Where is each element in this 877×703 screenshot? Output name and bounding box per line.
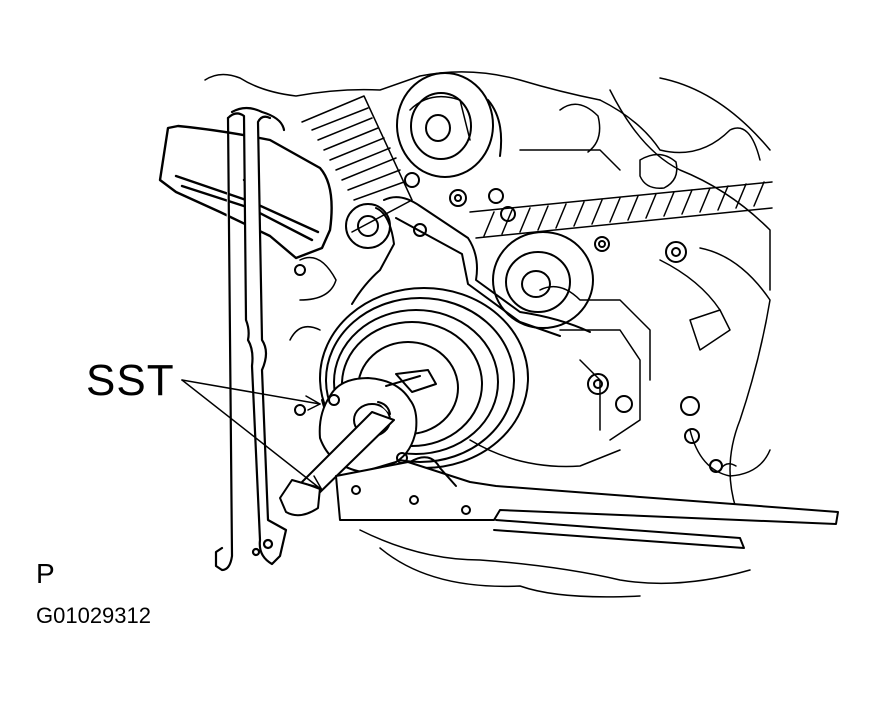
sst-handle [279, 401, 395, 517]
water-pump-pulley [396, 72, 503, 178]
bolts [294, 172, 723, 473]
view-label: P [36, 558, 55, 589]
small-idler [345, 203, 391, 249]
timing-belt-left [301, 95, 413, 233]
sst-center-bolt [385, 369, 437, 393]
timing-belt-right [469, 181, 773, 239]
belt-cover-plate [351, 196, 591, 337]
figure-code: G01029312 [36, 603, 151, 628]
sst-label: SST [86, 356, 175, 405]
sst-leader-arrows [181, 379, 323, 491]
holding-rod [214, 106, 288, 572]
pulley-holder-bar [335, 456, 839, 549]
idler-pulley [492, 231, 594, 329]
